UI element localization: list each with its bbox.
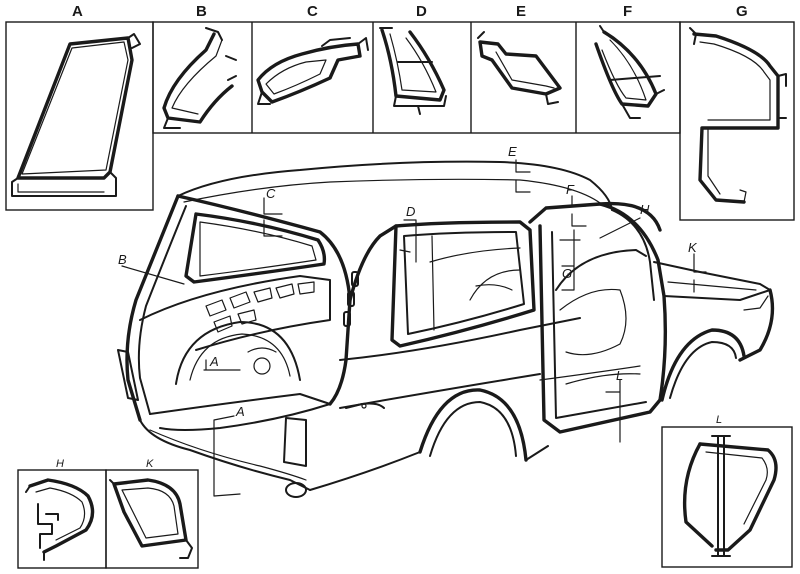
section-panel-g <box>679 21 795 221</box>
callout-b-line <box>121 265 185 285</box>
callout-b: B <box>118 252 127 267</box>
profile-h <box>25 478 95 561</box>
callout-g-line <box>561 229 575 291</box>
callout-c: C <box>266 186 276 201</box>
dashboard-outline <box>555 249 647 291</box>
inner-rear-panel <box>139 275 331 351</box>
panel-label-l: L <box>716 414 722 426</box>
callout-a-outer: A <box>235 404 245 419</box>
rear-door-window-inner <box>403 231 525 335</box>
rear-opening-left <box>125 194 180 422</box>
section-panel-l-group: L <box>661 414 793 568</box>
rear-wheel-arch-inner <box>175 321 301 385</box>
callout-l-line <box>605 379 621 443</box>
callout-a-outer-line <box>213 415 241 497</box>
vent-slots <box>205 281 315 333</box>
header-g: G <box>736 3 748 20</box>
callout-h-line <box>559 217 641 241</box>
callout-a-inner: A <box>209 354 219 369</box>
profile-k <box>109 478 193 559</box>
callout-f-line <box>571 195 587 227</box>
rear-lower-edge <box>139 419 311 491</box>
section-panel-l <box>661 426 793 568</box>
profile-c <box>256 37 369 105</box>
front-wheel-arch <box>660 328 746 402</box>
header-f: F <box>623 3 632 20</box>
panel-label-k: K <box>146 458 154 470</box>
callout-g: G <box>562 266 572 281</box>
left-tail-light-opening <box>117 349 139 401</box>
front-door-opening <box>538 224 662 434</box>
cargo-floor <box>149 393 331 431</box>
callout-k: K <box>688 240 698 255</box>
profile-d <box>379 27 447 115</box>
callout-h: H <box>640 202 650 217</box>
callout-c-line <box>263 197 283 237</box>
profile-g <box>689 27 787 204</box>
callout-d: D <box>406 204 415 219</box>
callout-f: F <box>566 182 575 197</box>
car-body <box>117 160 775 498</box>
hood-edge <box>653 261 771 291</box>
header-d: D <box>416 3 427 20</box>
header-e: E <box>516 3 526 20</box>
rear-wheel-arch <box>418 388 528 462</box>
callout-e: E <box>508 144 517 159</box>
right-tail-light-opening <box>283 417 307 467</box>
fuel-filler-detail <box>253 357 271 375</box>
body-side-upper <box>339 317 581 361</box>
callouts: E F C D H G K B A A L <box>118 144 707 497</box>
header-c: C <box>307 3 318 20</box>
section-panels-bottom-left: H K <box>17 458 199 569</box>
section-panels-top: A B C D E F G <box>5 3 795 221</box>
header-b: B <box>196 3 207 20</box>
callout-e-line <box>515 159 531 193</box>
profile-a <box>11 33 141 197</box>
rear-door-window-opening <box>390 220 536 348</box>
profile-e <box>477 31 562 105</box>
section-panel-k <box>105 469 199 569</box>
callout-k-line <box>693 253 707 293</box>
profile-b <box>162 27 237 129</box>
cowl-line <box>663 289 771 301</box>
header-a: A <box>72 3 83 20</box>
callout-d-line <box>399 219 417 263</box>
profile-f <box>594 25 665 119</box>
roof-outline <box>177 160 613 211</box>
callout-a-inner-line <box>203 359 241 371</box>
side-molding <box>345 402 385 409</box>
front-fender-front <box>738 288 775 362</box>
callout-l: L <box>616 368 623 383</box>
profile-l <box>682 435 778 557</box>
b-pillar-rear <box>348 224 398 302</box>
tow-hook-opening <box>285 482 307 498</box>
panel-label-h: H <box>56 458 64 470</box>
rear-side-window <box>184 212 327 284</box>
rear-opening-right <box>176 194 352 406</box>
